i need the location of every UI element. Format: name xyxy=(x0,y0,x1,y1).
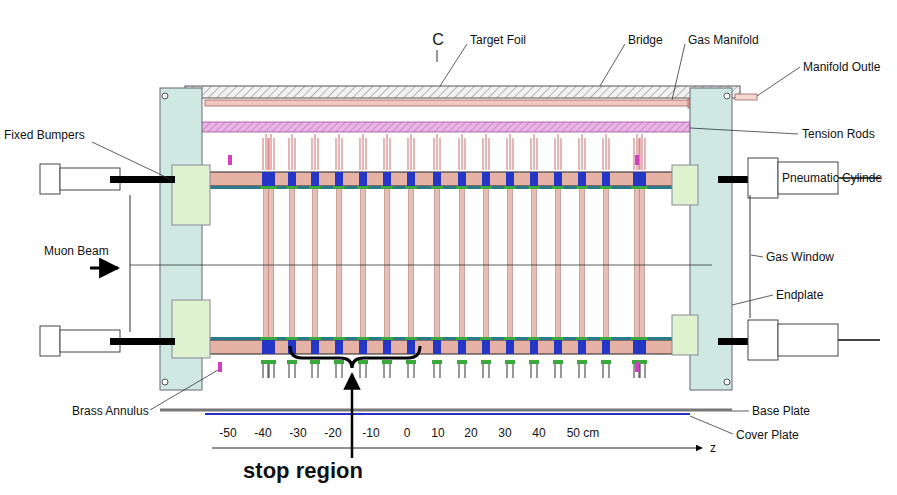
part-label: Endplate xyxy=(776,288,823,302)
part-label: Manifold Outle xyxy=(803,60,880,74)
fixed-bumper xyxy=(172,165,210,225)
gas-window xyxy=(130,195,131,332)
part-label: Brass Annulus xyxy=(72,404,149,418)
cover-plate xyxy=(205,413,690,415)
bridge xyxy=(185,86,740,98)
part-label: Base Plate xyxy=(752,404,810,418)
axis-tick: -30 xyxy=(289,426,306,440)
part-label: Bridge xyxy=(628,33,663,47)
axis-tick: 0 xyxy=(404,426,411,440)
stop-region-arrow xyxy=(351,374,354,458)
base-plate xyxy=(160,409,732,412)
axis-tick: 40 xyxy=(532,426,545,440)
axis-tick: 30 xyxy=(498,426,511,440)
tension-rods xyxy=(170,122,690,132)
region-label: stop region xyxy=(243,458,363,484)
fixed-bumper xyxy=(172,300,210,358)
part-label: Pneumatic Cylinde xyxy=(782,171,882,185)
axis-tick: -20 xyxy=(324,426,341,440)
part-label: Cover Plate xyxy=(736,428,799,442)
part-label: Tension Rods xyxy=(802,127,875,141)
beam-label: Muon Beam xyxy=(44,244,109,258)
beam-arrow xyxy=(90,267,118,270)
axis-label: z xyxy=(710,441,716,455)
gas-manifold xyxy=(205,100,695,106)
manifold-outlet xyxy=(735,94,757,100)
part-label: Fixed Bumpers xyxy=(4,128,85,142)
axis-tick: -40 xyxy=(254,426,271,440)
axis-tick: 20 xyxy=(464,426,477,440)
axis-tick: -10 xyxy=(362,426,379,440)
axis-tick: 10 xyxy=(431,426,444,440)
axis-tick: 50 cm xyxy=(567,426,600,440)
gas-window xyxy=(750,195,751,318)
z-axis xyxy=(212,448,702,449)
centerline-symbol: C xyxy=(432,30,444,49)
axis-tick: -50 xyxy=(219,426,236,440)
stop-region-brace xyxy=(290,346,420,368)
brass-annulus xyxy=(218,362,222,372)
part-label: Target Foil xyxy=(470,33,526,47)
part-label: Gas Window xyxy=(766,250,834,264)
part-label: Gas Manifold xyxy=(688,33,759,47)
